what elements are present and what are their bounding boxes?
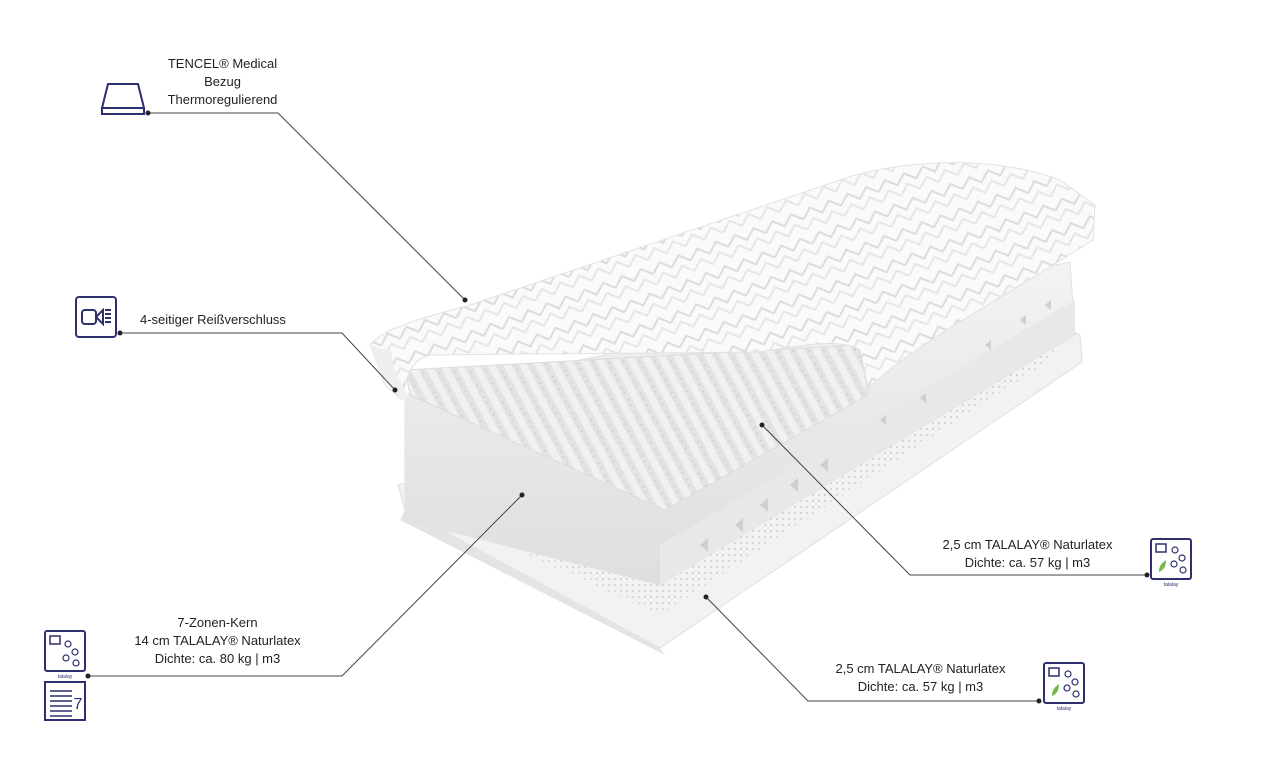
zipper-label: 4-seitiger Reißverschluss [140,311,286,329]
cover-line-3: Thermoregulierend [167,92,278,107]
top-latex-layer [404,344,869,511]
top-latex-line-1: 2,5 cm TALALAY® Naturlatex [942,537,1113,552]
seven-zones-icon-text: 7 [74,696,83,713]
bottom-latex-line-2: Dichte: ca. 57 kg | m3 [857,679,984,694]
leader-dots [85,110,1150,704]
talalay-core-icon-text: talalay [58,674,73,680]
talalay-eco-latex-bottom-icon: talalay [1043,662,1085,712]
mattress-cover-icon [100,83,146,115]
talalay-top-icon-text: talalay [1164,582,1179,588]
talalay-latex-icon: talalay [44,630,86,680]
top-latex-label: 2,5 cm TALALAY® Naturlatex Dichte: ca. 5… [935,536,1120,572]
core-line-3: Dichte: ca. 80 kg | m3 [154,651,281,666]
talalay-bottom-icon-text: talalay [1057,706,1072,712]
core-line-1: 7-Zonen-Kern [177,615,258,630]
seven-zones-icon: 7 [44,681,86,721]
quilted-cover [369,162,1096,401]
bottom-latex-label: 2,5 cm TALALAY® Naturlatex Dichte: ca. 5… [828,660,1013,696]
core-line-2: 14 cm TALALAY® Naturlatex [134,633,301,648]
top-latex-line-2: Dichte: ca. 57 kg | m3 [964,555,1091,570]
zipper-line-1: 4-seitiger Reißverschluss [140,312,286,327]
core-label: 7-Zonen-Kern 14 cm TALALAY® Naturlatex D… [120,614,315,668]
cover-line-2: Bezug [204,74,241,89]
bottom-latex-line-1: 2,5 cm TALALAY® Naturlatex [835,661,1006,676]
cover-line-1: TENCEL® Medical [167,56,278,71]
leader-lines [88,112,1147,702]
talalay-eco-latex-icon: talalay [1150,538,1192,588]
cover-label: TENCEL® Medical Bezug Thermoregulierend [150,55,295,109]
zipper-icon [75,296,117,338]
